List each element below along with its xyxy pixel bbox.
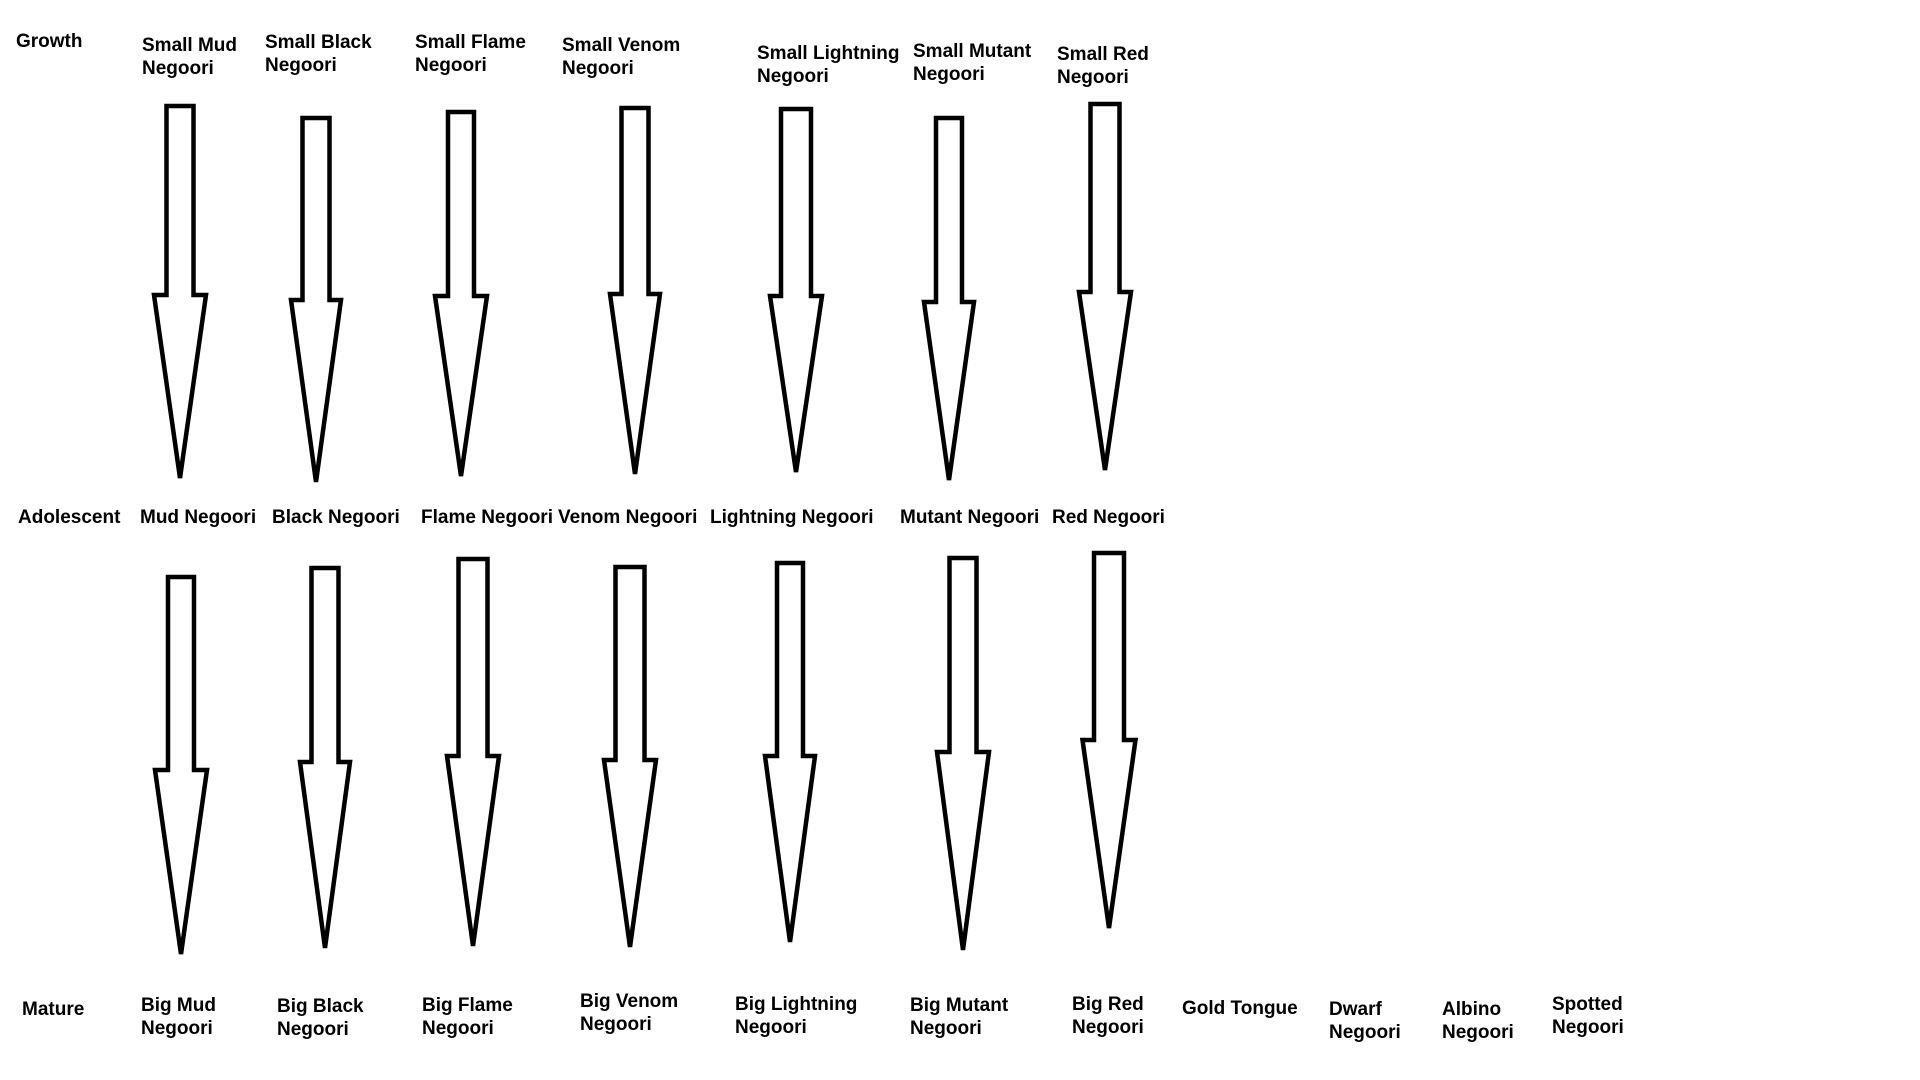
arrow-growth-to-adolescent-black xyxy=(288,115,344,483)
arrow-growth-to-adolescent-mutant xyxy=(921,115,977,481)
label-adolescent-flame: Flame Negoori xyxy=(421,507,553,528)
label-adolescent-venom: Venom Negoori xyxy=(558,507,698,528)
arrow-adolescent-to-mature-venom xyxy=(601,564,659,948)
label-mature-red: Big Red Negoori xyxy=(1072,994,1144,1038)
arrow-adolescent-to-mature-black xyxy=(297,565,353,949)
label-growth-red: Small Red Negoori xyxy=(1057,44,1149,88)
label-mature-mud: Big Mud Negoori xyxy=(141,995,216,1039)
label-growth-venom: Small Venom Negoori xyxy=(562,35,681,79)
arrow-adolescent-to-mature-lightning xyxy=(762,560,818,943)
label-growth-black: Small Black Negoori xyxy=(265,32,372,76)
label-variant-3: Spotted Negoori xyxy=(1552,994,1624,1038)
label-variant-0: Gold Tongue xyxy=(1182,998,1298,1019)
stage-label-mature: Mature xyxy=(22,999,85,1020)
label-adolescent-lightning: Lightning Negoori xyxy=(710,507,874,528)
arrow-growth-to-adolescent-red xyxy=(1076,101,1134,471)
stage-label-growth: Growth xyxy=(16,31,83,52)
stage-label-adolescent: Adolescent xyxy=(18,507,121,528)
arrow-adolescent-to-mature-mutant xyxy=(934,555,992,951)
label-variant-2: Albino Negoori xyxy=(1442,999,1514,1043)
label-mature-black: Big Black Negoori xyxy=(277,996,364,1040)
label-mature-flame: Big Flame Negoori xyxy=(422,995,513,1039)
label-adolescent-mutant: Mutant Negoori xyxy=(900,507,1040,528)
label-adolescent-mud: Mud Negoori xyxy=(140,507,257,528)
label-growth-lightning: Small Lightning Negoori xyxy=(757,43,900,87)
arrow-growth-to-adolescent-venom xyxy=(607,105,663,475)
label-variant-1: Dwarf Negoori xyxy=(1329,999,1401,1043)
label-mature-lightning: Big Lightning Negoori xyxy=(735,994,858,1038)
arrow-growth-to-adolescent-flame xyxy=(432,109,490,477)
label-growth-mud: Small Mud Negoori xyxy=(142,35,238,79)
arrow-growth-to-adolescent-mud xyxy=(151,103,209,479)
label-growth-mutant: Small Mutant Negoori xyxy=(913,41,1032,85)
arrow-adolescent-to-mature-flame xyxy=(444,556,502,947)
label-adolescent-red: Red Negoori xyxy=(1052,507,1165,528)
arrow-adolescent-to-mature-mud xyxy=(152,574,210,955)
arrow-growth-to-adolescent-lightning xyxy=(767,106,825,473)
label-growth-flame: Small Flame Negoori xyxy=(415,32,526,76)
label-mature-venom: Big Venom Negoori xyxy=(580,991,679,1035)
label-mature-mutant: Big Mutant Negoori xyxy=(910,995,1009,1039)
arrow-adolescent-to-mature-red xyxy=(1079,550,1139,929)
label-adolescent-black: Black Negoori xyxy=(272,507,400,528)
